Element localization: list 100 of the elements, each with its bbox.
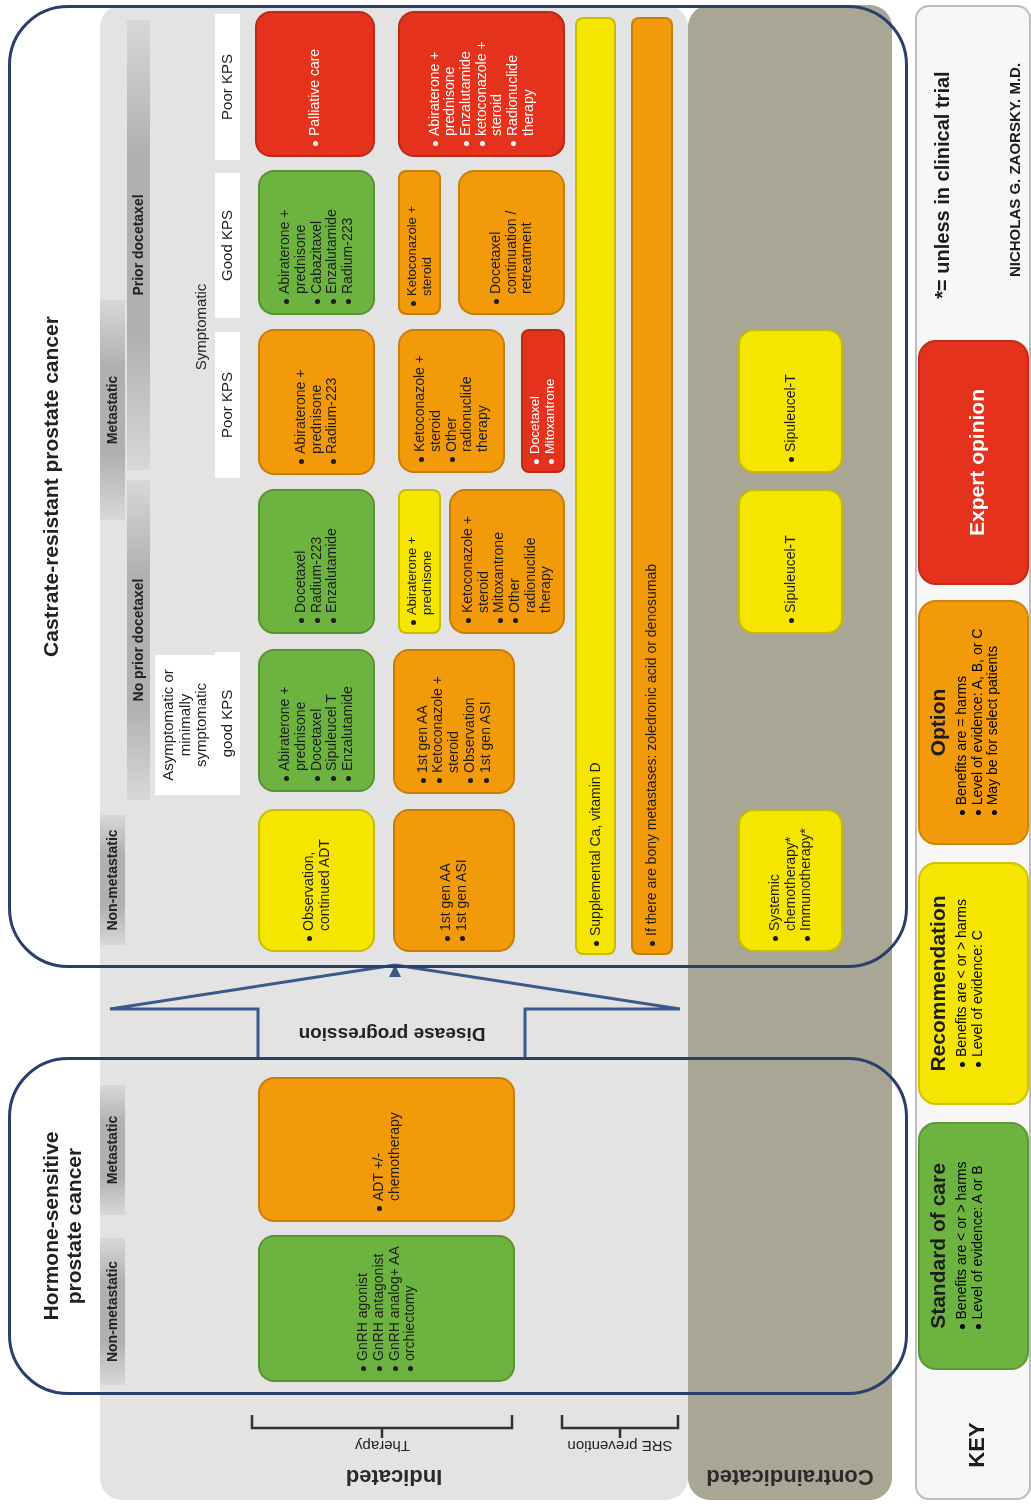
bullet-text: Abiraterone + prednisone: [404, 497, 435, 626]
therapy-box: [393, 809, 515, 952]
footnote: *= unless in clinical trial: [929, 70, 954, 301]
bullet-text: GnRH analog+ AA: [386, 1245, 403, 1372]
therapy-box: [258, 329, 375, 475]
bullet-text: Mitoxantrone: [543, 337, 558, 465]
bullet-text: Cabazitaxel: [308, 180, 325, 305]
legend-text: Benefits are = harms: [954, 628, 970, 817]
column-label: Poor KPS: [215, 332, 240, 478]
bullet-text: Other radionuclide therapy: [443, 339, 491, 463]
therapy-box: [393, 649, 515, 794]
bullet-text: orchiectomy: [402, 1245, 418, 1372]
therapy-box: [738, 489, 843, 634]
bullet-text: Sipuleucel T: [324, 659, 340, 782]
therapy-bar: [631, 17, 673, 955]
bullet-text: Abiraterone + prednisone: [426, 21, 458, 147]
edge-label: Disease progression: [298, 1023, 485, 1045]
bullet-text: Sipuleucel-T: [782, 339, 799, 463]
therapy-box: [458, 170, 565, 315]
bullet-text: Observation, continued ADT: [300, 819, 333, 942]
therapy-box: [255, 11, 375, 157]
legend-title: Recommendation: [926, 895, 950, 1072]
therapy-box: [258, 1077, 515, 1222]
bullet-text: 1st gen AA: [438, 819, 454, 942]
legend-title: Standard of care: [926, 1163, 950, 1329]
bullet-text: Radium-223: [308, 499, 325, 624]
group-panel: [8, 5, 908, 968]
bullet-text: Enzalutamide: [340, 659, 356, 782]
panel-title: Hormone-sensitive prostate cancer: [39, 1130, 86, 1323]
bracket-label: SRE prevention: [566, 1438, 674, 1455]
bullet-text: ADT +/- chemotherapy: [370, 1087, 403, 1212]
bullet-text: Supplemental Ca, vitamin D: [587, 25, 604, 947]
column-header: Metastatic: [100, 1085, 125, 1215]
therapy-box: [398, 170, 441, 315]
legend-text: Level of evidence: A, B, or C: [969, 628, 986, 817]
legend-text: Benefits are < or > harms: [954, 1161, 970, 1331]
bullet-text: Enzalutamide: [324, 499, 340, 624]
legend-text: May be for select patients: [985, 628, 1001, 817]
bullet-text: 1st gen ASI: [454, 819, 470, 942]
column-label: good KPS: [215, 652, 240, 795]
bullet-text: Abiraterone + prednisone: [293, 339, 325, 465]
bullet-text: Ketoconazole + steroid: [412, 339, 444, 463]
bullet-text: Docetaxel: [528, 337, 543, 465]
legend-text: Benefits are < or > harms: [954, 899, 970, 1068]
column-header: Non-metastatic: [100, 815, 125, 945]
band-label: Contraindicated: [705, 1464, 875, 1490]
group-panel: [8, 1057, 908, 1395]
bullet-text: Radionuclide therapy: [505, 21, 537, 147]
bullet-text: Mitoxantrone: [491, 499, 507, 624]
bullet-text: Sipuleucel-T: [782, 499, 799, 624]
bullet-text: Radium-223: [324, 339, 340, 465]
column-header: No prior docetaxel: [127, 480, 150, 800]
bullet-text: Other radionuclide therapy: [507, 499, 554, 624]
therapy-box: [738, 809, 843, 952]
therapy-box: [521, 329, 565, 473]
legend-title: Expert opinion: [964, 389, 989, 536]
bullet-text: 1st gen ASI: [477, 659, 494, 784]
therapy-box: [258, 1235, 515, 1382]
bullet-text: GnRH agonist: [355, 1245, 371, 1372]
column-header: Non-metastatic: [100, 1238, 125, 1385]
bullet-text: Radium-223: [340, 180, 356, 305]
bullet-text: 1st gen AA: [414, 659, 431, 784]
therapy-box: [258, 649, 375, 792]
therapy-box: [398, 489, 441, 634]
therapy-box: [258, 809, 375, 952]
bullet-text: Ketoconazole + steroid: [460, 499, 492, 624]
therapy-bar: [575, 17, 616, 955]
bullet-text: Enzalutamide: [458, 21, 474, 147]
column-label: Asymptomatic or minimally symptomatic: [155, 655, 215, 795]
bullet-text: Enzalutamide: [324, 180, 340, 305]
bullet-text: ketoconazole + steroid: [473, 21, 505, 147]
therapy-box: [258, 489, 375, 634]
legend-text: Level of evidence: A or B: [969, 1161, 986, 1331]
column-label: Poor KPS: [215, 14, 240, 160]
bullet-text: If there are bony metastases: zoledronic acid or denosumab: [644, 25, 660, 947]
therapy-box: [398, 11, 565, 157]
legend-text: Level of evidence: C: [969, 899, 986, 1068]
bullet-text: GnRH antagonist: [370, 1245, 387, 1372]
bullet-text: Immunotherapy*: [798, 819, 814, 942]
therapy-box: [449, 489, 565, 634]
column-label: Symptomatic: [191, 282, 211, 373]
legend-title: Option: [926, 688, 950, 757]
key-heading: KEY: [962, 1421, 990, 1470]
column-header: Prior docetaxel: [127, 20, 150, 470]
bullet-text: Systemic chemotherapy*: [767, 819, 799, 942]
bullet-text: Ketoconazole + steroid: [404, 178, 435, 307]
bullet-text: Docetaxel: [308, 659, 325, 782]
bracket-label: Therapy: [354, 1438, 411, 1455]
bullet-text: Docetaxel: [293, 499, 309, 624]
bullet-text: Ketoconazole + steroid: [430, 659, 462, 784]
therapy-box: [258, 170, 375, 315]
bullet-text: Abiraterone + prednisone: [277, 180, 309, 305]
bullet-text: Abiraterone + prednisone: [277, 659, 309, 782]
bullet-text: Docetaxel continuation / retreatment: [488, 180, 535, 305]
author-credit: NICHOLAS G. ZAORSKY. M.D.: [1004, 61, 1024, 280]
therapy-box: [398, 329, 505, 473]
panel-title: Castrate-resistant prostate cancer: [39, 316, 63, 657]
column-label: Good KPS: [215, 173, 240, 318]
therapy-box: [738, 329, 843, 473]
column-header: Metastatic: [100, 300, 125, 520]
